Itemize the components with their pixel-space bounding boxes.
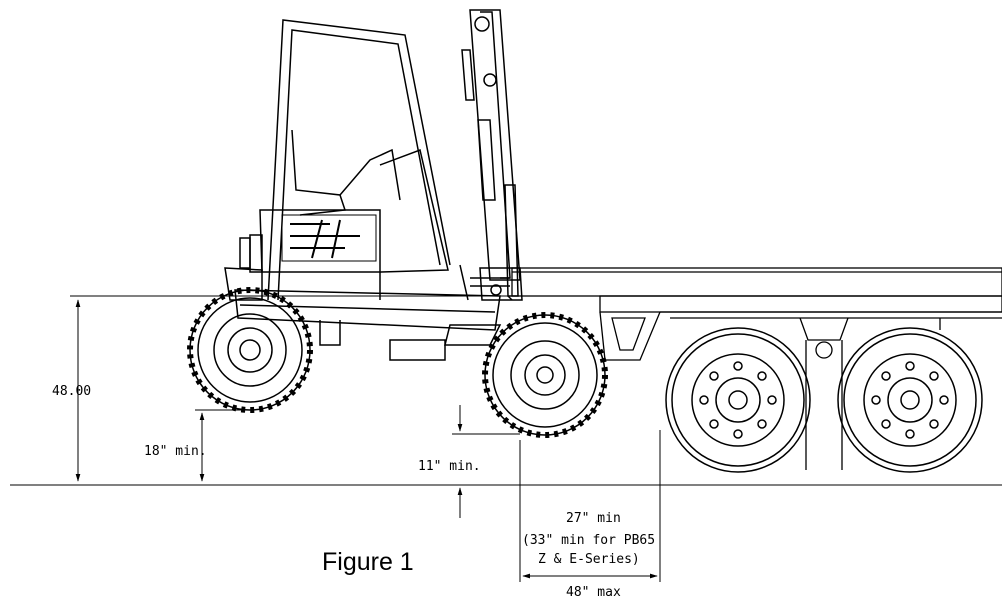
forklift-rear-wheel xyxy=(187,287,313,413)
reach-max-label: 48" max xyxy=(566,585,621,600)
trailer-tire-front xyxy=(665,327,811,473)
dimension-fork-clearance: 18" min. xyxy=(144,409,255,482)
figure-caption: Figure 1 xyxy=(322,548,414,576)
truck-trailer xyxy=(511,267,1002,470)
dimension-reach: 27" min (33" min for PB65 Z & E-Series) … xyxy=(519,430,661,600)
reach-note-line-1: (33" min for PB65 xyxy=(522,533,655,548)
trailer-tire-rear xyxy=(837,327,983,473)
fork-clearance-label: 18" min. xyxy=(144,444,207,459)
dimension-height-total: 48.00 xyxy=(52,299,91,482)
dimension-bed-to-ground: 11" min. xyxy=(418,405,520,518)
forklift-body xyxy=(224,9,523,361)
brand-logo-icon xyxy=(281,214,377,262)
forklift-front-wheel xyxy=(482,312,608,438)
reach-min-label: 27" min xyxy=(566,511,621,526)
bed-to-ground-label: 11" min. xyxy=(418,459,481,474)
height-total-label: 48.00 xyxy=(52,384,91,399)
reach-note-line-2: Z & E-Series) xyxy=(538,552,640,567)
